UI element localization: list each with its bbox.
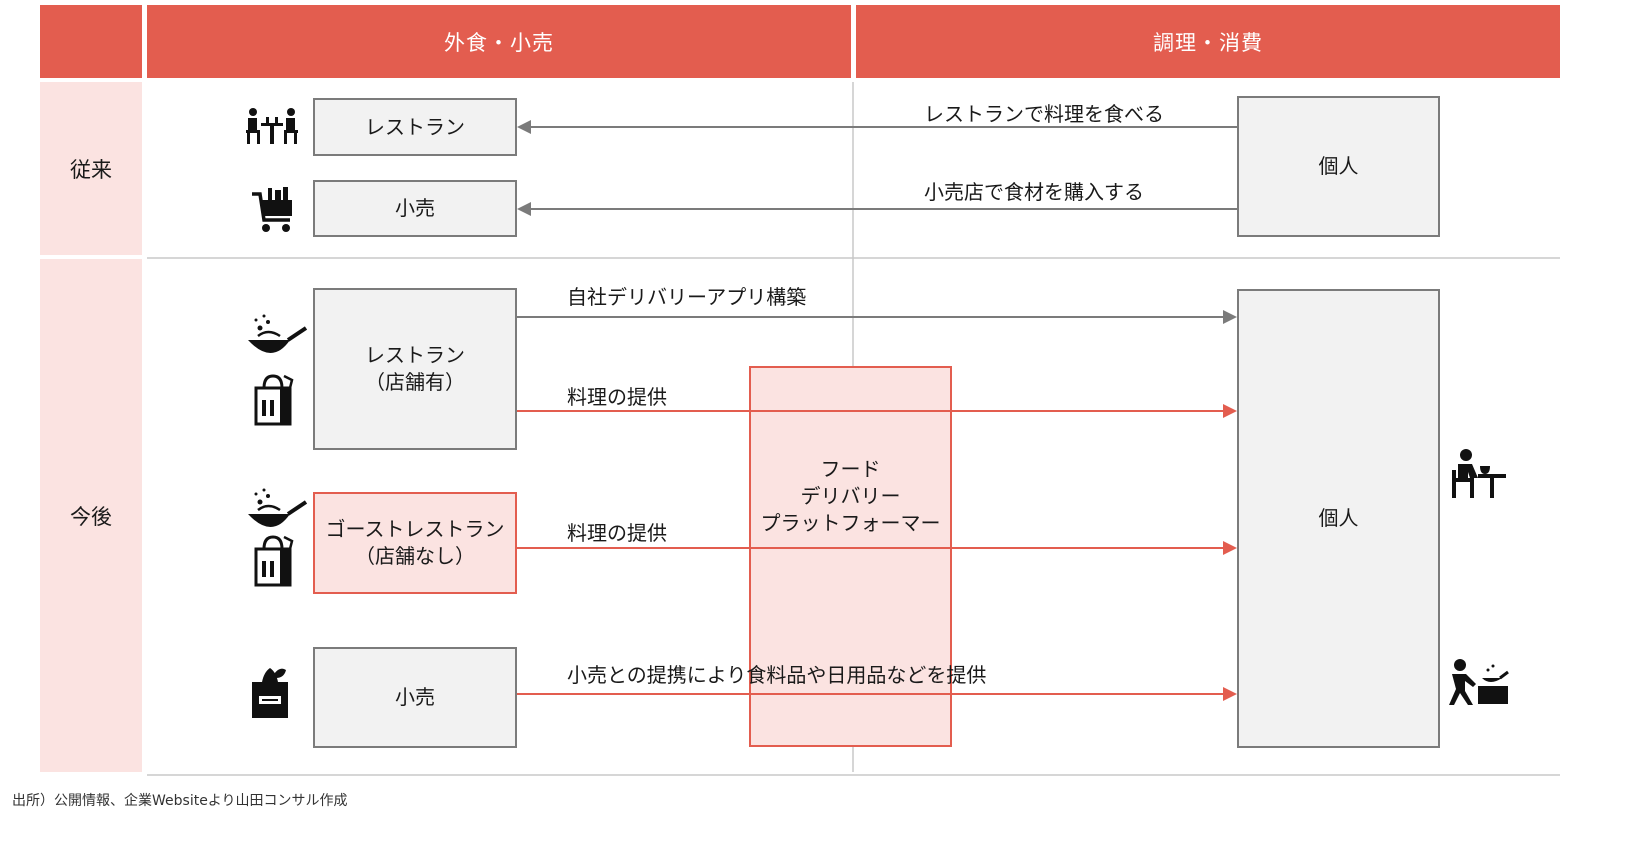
future-retail-label: 小売: [395, 685, 435, 709]
wok-cooking-icon: [248, 488, 308, 527]
row-label-traditional: 従来: [40, 82, 142, 255]
flow-label-food-provision-1: 料理の提供: [567, 385, 667, 409]
row-label-future: 今後: [40, 259, 142, 772]
grocery-bag-icon: [252, 668, 288, 718]
future-retail-box: 小売: [313, 647, 517, 748]
wok-cooking-icon: [248, 314, 308, 353]
future-individual-box: 個人: [1237, 289, 1440, 748]
future-restaurant-box: レストラン （店舗有）: [313, 288, 517, 450]
takeout-bag-icon: [254, 535, 294, 587]
future-restaurant-label-2: （店舗有）: [365, 370, 465, 394]
traditional-restaurant-box: レストラン: [313, 98, 517, 156]
ghost-restaurant-box: ゴーストレストラン （店舗なし）: [313, 492, 517, 594]
traditional-individual-label: 個人: [1318, 154, 1359, 178]
platform-label-2: デリバリー: [800, 484, 901, 508]
header-corner: [40, 5, 142, 78]
dining-icon: [246, 108, 298, 144]
flow-label-buy-ingredients: 小売店で食材を購入する: [924, 180, 1144, 204]
header-dining-retail: 外食・小売: [147, 5, 851, 78]
platform-label-3: プラットフォーマー: [760, 511, 941, 535]
person-eating-icon: [1452, 449, 1506, 498]
flow-label-retail-partnership: 小売との提携により食料品や日用品などを提供: [567, 663, 987, 687]
flow-label-food-provision-2: 料理の提供: [567, 521, 667, 545]
traditional-retail-label: 小売: [395, 196, 435, 220]
future-restaurant-label-1: レストラン: [365, 343, 465, 367]
traditional-restaurant-label: レストラン: [365, 114, 465, 139]
person-cooking-icon: [1449, 659, 1509, 705]
traditional-retail-box: 小売: [313, 180, 517, 237]
flow-label-own-delivery-app: 自社デリバリーアプリ構築: [567, 285, 807, 309]
ghost-restaurant-label-1: ゴーストレストラン: [325, 517, 505, 541]
ghost-restaurant-label-2: （店舗なし）: [355, 544, 475, 568]
platform-label-1: フード: [820, 457, 881, 481]
shopping-cart-icon: [252, 187, 292, 232]
source-note: 出所）公開情報、企業Websiteより山田コンサル作成: [12, 793, 348, 809]
food-delivery-platform-box: フード デリバリー プラットフォーマー: [749, 366, 952, 747]
future-individual-label: 個人: [1318, 506, 1359, 530]
header-cooking-consumption: 調理・消費: [856, 5, 1560, 78]
flow-label-eat-at-restaurant: レストランで料理を食べる: [924, 102, 1164, 126]
traditional-individual-box: 個人: [1237, 96, 1440, 237]
takeout-bag-icon: [254, 374, 294, 426]
